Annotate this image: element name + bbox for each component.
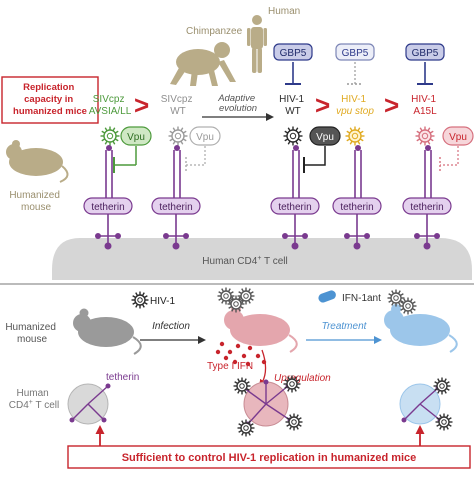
virus-sivcpz-avsia: SIVcpz AVSIA/LL: [89, 94, 132, 117]
gbp5-box-hiv1-wt: GBP5: [273, 43, 313, 85]
human-icon: [247, 15, 267, 73]
ifn-dot: [247, 345, 253, 351]
ifn-dot: [232, 359, 238, 365]
vpu-pill-hiv1-a15l: Vpu: [439, 126, 474, 173]
chimpanzee-icon: [170, 42, 236, 86]
ifn-dot: [227, 349, 233, 355]
type-i-ifn-label: Type I IFN: [207, 361, 253, 372]
ifn-dot: [255, 353, 261, 359]
humanized-mouse-label: Humanized mouse: [9, 190, 62, 213]
tetherin-group: tetherin: [332, 145, 382, 250]
gbp5-box-hiv1-vpustop: GBP5: [335, 43, 375, 85]
infection-label: Infection: [152, 321, 190, 332]
svg-text:HIV-1: HIV-1: [150, 296, 175, 307]
adaptive-evolution-label: Adaptive evolution: [217, 93, 258, 114]
virus-hiv1-vpustop: HIV-1 vpu stop: [336, 94, 374, 117]
bottom-humanized-mouse-label: Humanized mouse: [5, 322, 58, 345]
svg-text:GBP5: GBP5: [342, 48, 369, 59]
replication-capacity-label: Replication capacity in humanized mice: [13, 82, 87, 117]
tetherin-label: tetherin: [278, 202, 311, 213]
cell-label: Human CD4+ T cell: [202, 255, 287, 267]
conclusion-label: Sufficient to control HIV-1 replication …: [122, 452, 417, 464]
virus-hiv1-a15l: HIV-1 A15L: [411, 94, 439, 117]
hiv1-particle-icon: [399, 297, 417, 315]
ifn-dot: [215, 349, 221, 355]
ifn-dot: [219, 341, 225, 347]
virus-particle-sivcpz-avsia: [100, 126, 120, 146]
human-label: Human: [268, 6, 300, 17]
svg-text:Vpu: Vpu: [449, 132, 467, 143]
svg-text:Vpu: Vpu: [196, 132, 214, 143]
greater-than-sign-2: >: [315, 90, 330, 120]
ifn-dot: [245, 361, 251, 367]
bottom-human-cell-label: Human CD4+ T cell: [9, 388, 59, 411]
pink-mouse-icon: [224, 304, 298, 353]
hiv1-particle-icon: [433, 377, 451, 395]
hiv1-particle-icon: [283, 375, 301, 393]
ifn-dot: [241, 353, 247, 359]
svg-text:GBP5: GBP5: [412, 48, 439, 59]
virus-particle-hiv1-vpustop: [345, 126, 365, 146]
svg-text:Vpu: Vpu: [316, 132, 334, 143]
tetherin-label: tetherin: [159, 202, 192, 213]
svg-text:Vpu: Vpu: [127, 132, 145, 143]
mouse-icon: [6, 140, 69, 183]
virus-sivcpz-wt: SIVcpz WT: [161, 94, 195, 117]
svg-text:GBP5: GBP5: [280, 48, 307, 59]
upregulation-label: Upregulation: [274, 373, 331, 384]
tetherin-group: tetherin: [402, 145, 452, 250]
tetherin-group: tetherin: [83, 145, 133, 250]
virus-particle-hiv1-a15l: [415, 126, 435, 146]
hiv1-particle-icon: [285, 413, 303, 431]
virus-particle-sivcpz-wt: [168, 126, 188, 146]
hiv1-particle-icon: [217, 287, 235, 305]
cell-surface: [52, 238, 472, 280]
blue-mouse-icon: [384, 304, 458, 353]
vpu-pill-hiv1-wt: Vpu: [303, 126, 341, 173]
ifn-dot: [223, 355, 229, 361]
conclusion-box: [67, 445, 471, 469]
greater-than-sign-1: >: [134, 90, 149, 120]
hiv1-particle-icon: [387, 289, 405, 307]
ifn-dot: [235, 343, 241, 349]
tetherin-label: tetherin: [91, 202, 124, 213]
hiv1-particle-icon: [435, 413, 453, 431]
gray-mouse-icon: [73, 308, 142, 355]
virus-hiv1-wt: HIV-1 WT: [279, 94, 307, 117]
tetherin-label: tetherin: [410, 202, 443, 213]
treatment-label: Treatment: [322, 321, 368, 332]
vpu-pill-sivcpz-wt: Vpu: [185, 126, 221, 173]
hiv1-particle-icon: [237, 287, 255, 305]
chimpanzee-label: Chimpanzee: [186, 26, 243, 37]
ifn1ant-label: IFN-1ant: [342, 293, 381, 304]
ifn1ant-pill-icon: [318, 290, 336, 303]
vpu-pill-sivcpz-avsia: Vpu: [113, 126, 152, 173]
hiv1-particle-icon: [131, 291, 149, 309]
greater-than-sign-3: >: [384, 90, 399, 120]
tetherin-label-bottom: tetherin: [106, 372, 139, 383]
hiv1-particle-label: HIV-1: [150, 296, 175, 307]
tetherin-group: tetherin: [270, 145, 320, 250]
gbp5-box-hiv1-a15l: GBP5: [405, 43, 445, 85]
replication-capacity-box: [1, 76, 99, 124]
hiv1-particle-icon: [227, 295, 245, 313]
tetherin-group: tetherin: [151, 145, 201, 250]
hiv1-particle-icon: [237, 419, 255, 437]
hiv1-particle-icon: [233, 377, 251, 395]
virus-particle-hiv1-wt: [283, 126, 303, 146]
tetherin-label: tetherin: [340, 202, 373, 213]
